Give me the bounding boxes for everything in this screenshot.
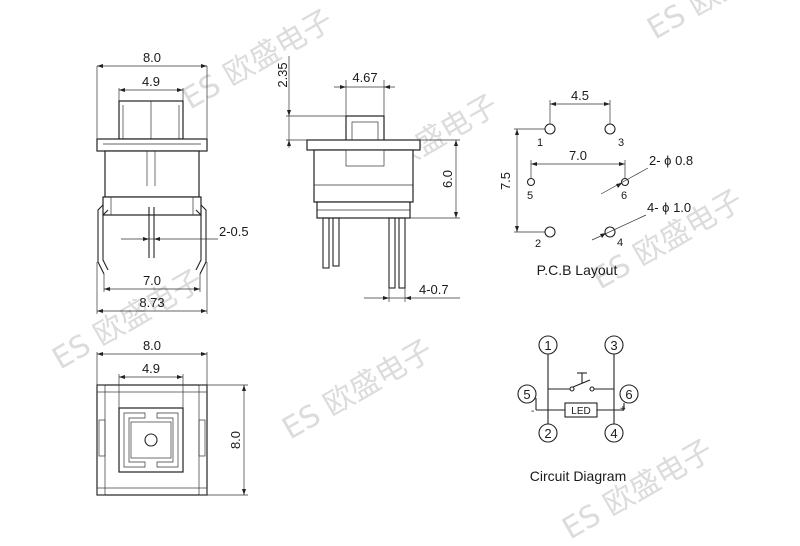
side-dim-body: 6.0 <box>440 170 455 188</box>
side-housing-top <box>306 139 421 151</box>
side-pin-1 <box>322 217 330 269</box>
pcb-pin-5: 5 <box>527 190 533 202</box>
watermark-2: ES 欧盛电子 <box>177 3 340 117</box>
top-led-window <box>144 433 158 447</box>
side-dim-cap: 4.67 <box>352 70 377 85</box>
front-dim-pin-thick: 2-0.5 <box>219 224 249 239</box>
front-dim-width: 8.0 <box>143 50 161 65</box>
top-view: 8.0 4.9 8.0 <box>96 338 248 496</box>
watermark-6: ES 欧盛电子 <box>277 333 440 447</box>
front-view: 8.0 4.9 2-0.5 7.0 8.73 <box>96 50 249 314</box>
pcb-dim-side: 7.5 <box>498 172 513 190</box>
top-dim-depth: 8.0 <box>228 431 243 449</box>
circuit-pin-2: 2 <box>544 426 551 441</box>
side-dim-height-top: 2.35 <box>275 62 290 87</box>
circuit-pin-6: 6 <box>625 387 632 402</box>
side-dim-pins: 4-0.7 <box>419 282 449 297</box>
top-cap <box>118 407 184 473</box>
pcb-pin-3: 3 <box>618 137 624 149</box>
circuit-pin-4: 4 <box>610 426 617 441</box>
circuit-pin-5: 5 <box>523 387 530 402</box>
side-view: 4.67 2.35 6.0 4-0.7 <box>275 56 460 302</box>
front-dim-pin-span: 7.0 <box>143 273 161 288</box>
pcb-pin-1: 1 <box>537 137 543 149</box>
top-dim-cap: 4.9 <box>142 361 160 376</box>
circuit-plus: + <box>620 404 626 415</box>
pcb-hole-2 <box>544 226 556 238</box>
pcb-dim-mid: 7.0 <box>569 148 587 163</box>
pcb-title: P.C.B Layout <box>537 262 618 278</box>
front-pin-right <box>199 204 207 275</box>
pcb-pin-2: 2 <box>535 238 541 250</box>
pcb-dim-top: 4.5 <box>571 88 589 103</box>
pcb-hole-4 <box>604 226 616 238</box>
pcb-hole-large-label: 4- ϕ 1.0 <box>647 200 691 215</box>
front-base <box>102 196 202 216</box>
watermark-5: ES 欧盛电子 <box>47 263 210 377</box>
front-dim-cap: 4.9 <box>142 74 160 89</box>
top-dim-width: 8.0 <box>143 338 161 353</box>
circuit-node-6 <box>619 384 639 404</box>
side-pin-2 <box>388 217 396 289</box>
front-housing-top <box>96 138 208 152</box>
pcb-layout: 1 2 3 4 5 6 4.5 7.0 7.5 2- ϕ 0.8 4- ϕ 1.… <box>498 88 693 278</box>
watermark-7: ES 欧盛电子 <box>557 433 720 546</box>
front-dim-total: 8.73 <box>139 295 164 310</box>
circuit-switch <box>572 379 591 388</box>
pcb-hole-6 <box>620 177 630 187</box>
circuit-title: Circuit Diagram <box>530 468 626 484</box>
circuit-pin-3: 3 <box>610 338 617 353</box>
pcb-pin-6: 6 <box>621 190 627 202</box>
pcb-hole-5 <box>526 177 536 187</box>
front-body <box>104 150 200 198</box>
circuit-diagram: 1 2 3 4 5 6 LED - + Circuit Diagram <box>517 335 639 484</box>
pcb-pin-4: 4 <box>617 237 623 249</box>
circuit-led-label: LED <box>571 406 590 417</box>
pcb-hole-small-label: 2- ϕ 0.8 <box>649 153 693 168</box>
watermark-1: ES 欧盛电子 <box>642 0 800 47</box>
circuit-node-5 <box>517 384 537 404</box>
front-pin-left <box>97 204 105 275</box>
pcb-hole-3 <box>604 123 616 135</box>
circuit-minus: - <box>531 406 534 417</box>
circuit-pin-1: 1 <box>544 338 551 353</box>
side-body <box>313 149 414 203</box>
pcb-hole-1 <box>544 123 556 135</box>
